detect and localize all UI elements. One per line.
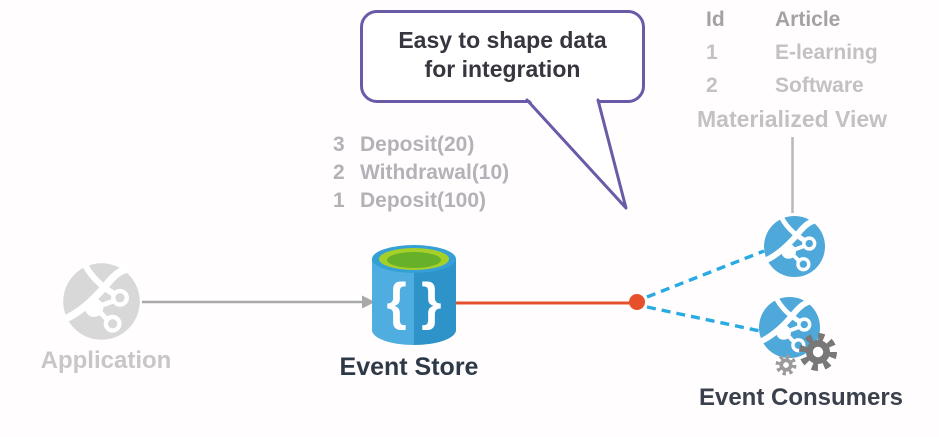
event-stream-item: 1 Deposit(100) xyxy=(333,187,509,215)
event-label: Withdrawal(10) xyxy=(360,161,510,184)
event-seq: 3 xyxy=(333,133,345,156)
consumer-globe-bottom-icon xyxy=(759,297,820,358)
event-seq: 1 xyxy=(333,189,345,212)
event-seq: 2 xyxy=(333,161,345,184)
materialized-view-table: Id Article 1 E-learning 2 Software xyxy=(706,9,878,97)
materialized-view-caption: Materialized View xyxy=(697,106,888,132)
table-cell: Software xyxy=(775,74,864,97)
application-globe-icon xyxy=(63,263,140,340)
table-cell: 2 xyxy=(706,74,718,97)
event-store-label: Event Store xyxy=(339,353,479,381)
speech-bubble-line2: for integration xyxy=(424,56,581,82)
junction-dot xyxy=(629,294,645,310)
table-cell: E-learning xyxy=(775,41,878,64)
event-stream-item: 3 Deposit(20) xyxy=(333,131,509,159)
speech-bubble-tail xyxy=(525,97,628,210)
large-gear-icon xyxy=(804,338,833,367)
arrow-application-to-store xyxy=(142,295,375,309)
event-consumers-label: Event Consumers xyxy=(698,384,904,411)
event-label: Deposit(100) xyxy=(360,189,487,212)
speech-bubble: Easy to shape data for integration xyxy=(360,10,645,103)
event-stream-item: 2 Withdrawal(10) xyxy=(333,159,509,187)
event-store-cylinder-icon: { } xyxy=(372,245,456,345)
dashed-lines-to-consumers xyxy=(646,249,765,333)
column-header-id: Id xyxy=(706,8,725,31)
table-cell: 1 xyxy=(706,41,718,64)
event-stream-list: 3 Deposit(20) 2 Withdrawal(10) 1 Deposit(10… xyxy=(333,131,509,215)
consumer-globe-top-icon xyxy=(764,216,825,277)
small-gear-icon xyxy=(778,357,794,373)
application-label: Application xyxy=(40,347,172,374)
speech-bubble-line1: Easy to shape data xyxy=(398,27,607,53)
braces-glyph: { } xyxy=(387,273,442,331)
column-header-article: Article xyxy=(775,8,841,31)
event-label: Deposit(20) xyxy=(360,133,475,156)
